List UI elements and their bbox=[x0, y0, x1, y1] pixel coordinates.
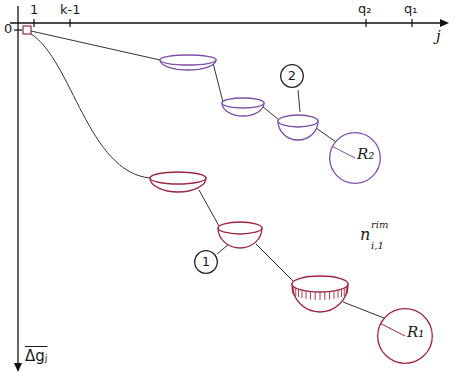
cluster-cap bbox=[150, 172, 206, 192]
callout-number: 1 bbox=[194, 250, 218, 274]
radius-label: R₁ bbox=[407, 324, 424, 341]
pathway-line bbox=[343, 302, 384, 318]
axis-tick bbox=[69, 19, 70, 27]
pathway-line bbox=[256, 244, 294, 282]
node-outline bbox=[377, 308, 433, 364]
superscript: rim bbox=[371, 219, 388, 231]
pathway-line bbox=[199, 190, 219, 226]
start-cluster bbox=[23, 26, 31, 34]
subscript: i,1 bbox=[371, 240, 384, 252]
axis-label: Δgⱼ bbox=[25, 348, 47, 365]
tick-label: k-1 bbox=[60, 3, 81, 18]
pathway-line bbox=[31, 34, 150, 178]
cluster-cap bbox=[278, 115, 318, 140]
spherical-cluster: R₂ bbox=[329, 132, 381, 184]
axis-label: j bbox=[436, 28, 441, 45]
axis-tick bbox=[14, 29, 22, 30]
callout-text: 1 bbox=[202, 255, 210, 270]
spherical-cluster: R₁ bbox=[377, 308, 433, 364]
cluster-cap bbox=[222, 98, 264, 116]
radius-label: R₂ bbox=[357, 146, 374, 163]
pathway-line bbox=[262, 106, 279, 120]
symbol: n bbox=[360, 226, 370, 244]
axis-arrowhead bbox=[14, 363, 22, 372]
cluster-cap bbox=[292, 276, 348, 312]
y-axis bbox=[17, 6, 18, 368]
cluster-cap bbox=[218, 222, 262, 248]
pathway-line bbox=[217, 244, 229, 254]
axis-tick bbox=[365, 19, 366, 27]
pathway-line bbox=[298, 90, 300, 112]
tick-label: 1 bbox=[30, 3, 38, 18]
callout-text: 2 bbox=[288, 69, 296, 84]
tick-label: q₁ bbox=[404, 2, 417, 17]
tick-label: q₂ bbox=[358, 2, 371, 17]
axis-origin: 0 bbox=[4, 22, 12, 37]
axis-arrowhead bbox=[440, 19, 449, 27]
axis-tick bbox=[411, 19, 412, 27]
pathway-line bbox=[31, 31, 160, 60]
axis-tick bbox=[33, 19, 34, 27]
pathway-line bbox=[213, 63, 223, 102]
x-axis bbox=[10, 22, 446, 23]
pathway-line bbox=[316, 128, 336, 142]
cluster-cap bbox=[160, 55, 216, 70]
callout-number: 2 bbox=[280, 64, 304, 88]
